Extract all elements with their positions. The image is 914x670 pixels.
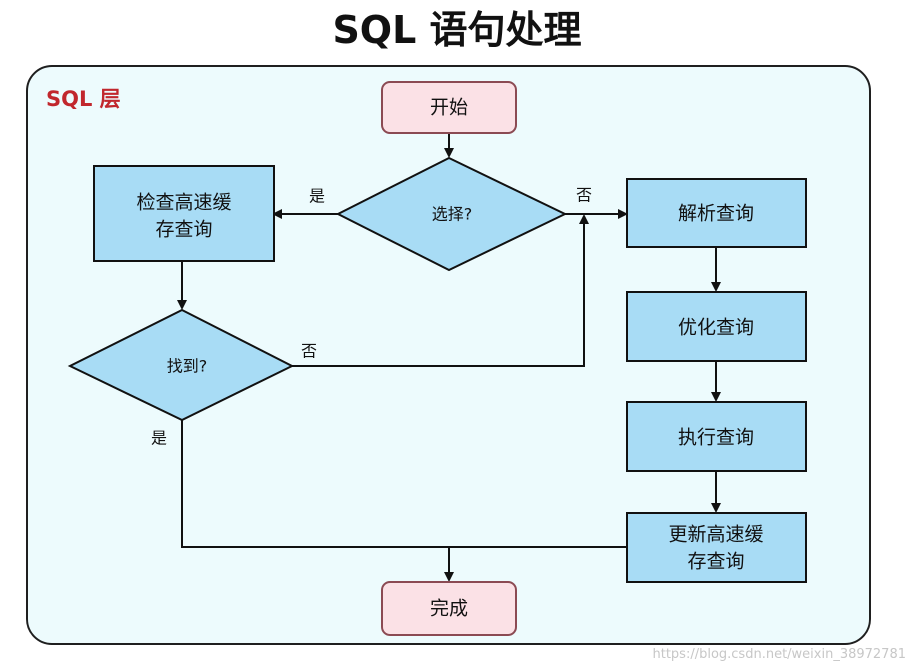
optimize-label: 优化查询 xyxy=(678,317,754,339)
update-cache-node: 更新高速缓 存查询 xyxy=(626,512,807,583)
page-title: SQL 语句处理 xyxy=(332,8,582,52)
found-yes-label: 是 xyxy=(151,429,167,448)
select-yes-label: 是 xyxy=(309,187,325,206)
optimize-node: 优化查询 xyxy=(626,291,807,362)
done-label: 完成 xyxy=(430,598,468,620)
execute-node: 执行查询 xyxy=(626,401,807,472)
watermark: https://blog.csdn.net/weixin_38972781 xyxy=(652,647,906,662)
edge-found-yes xyxy=(181,420,627,548)
found-label: 找到? xyxy=(167,357,208,376)
update-cache-label-line2: 存查询 xyxy=(687,551,744,573)
found-no-label: 否 xyxy=(301,342,317,361)
edges xyxy=(177,133,721,582)
done-node: 完成 xyxy=(381,581,517,636)
select-label: 选择? xyxy=(432,205,473,224)
check-cache-node: 检查高速缓 存查询 xyxy=(93,165,275,262)
execute-label: 执行查询 xyxy=(678,427,754,449)
select-no-label: 否 xyxy=(576,186,592,205)
start-label: 开始 xyxy=(430,97,468,119)
parse-node: 解析查询 xyxy=(626,178,807,248)
check-cache-label-line2: 存查询 xyxy=(155,219,212,241)
edge-found-no xyxy=(292,214,589,367)
update-cache-label-line1: 更新高速缓 xyxy=(668,524,763,546)
found-decision: 找到? xyxy=(67,308,295,422)
select-decision: 选择? xyxy=(335,156,568,272)
sql-layer-label: SQL 层 xyxy=(46,87,121,111)
check-cache-label-line1: 检查高速缓 xyxy=(136,192,231,214)
start-node: 开始 xyxy=(381,81,517,134)
parse-label: 解析查询 xyxy=(678,203,754,225)
